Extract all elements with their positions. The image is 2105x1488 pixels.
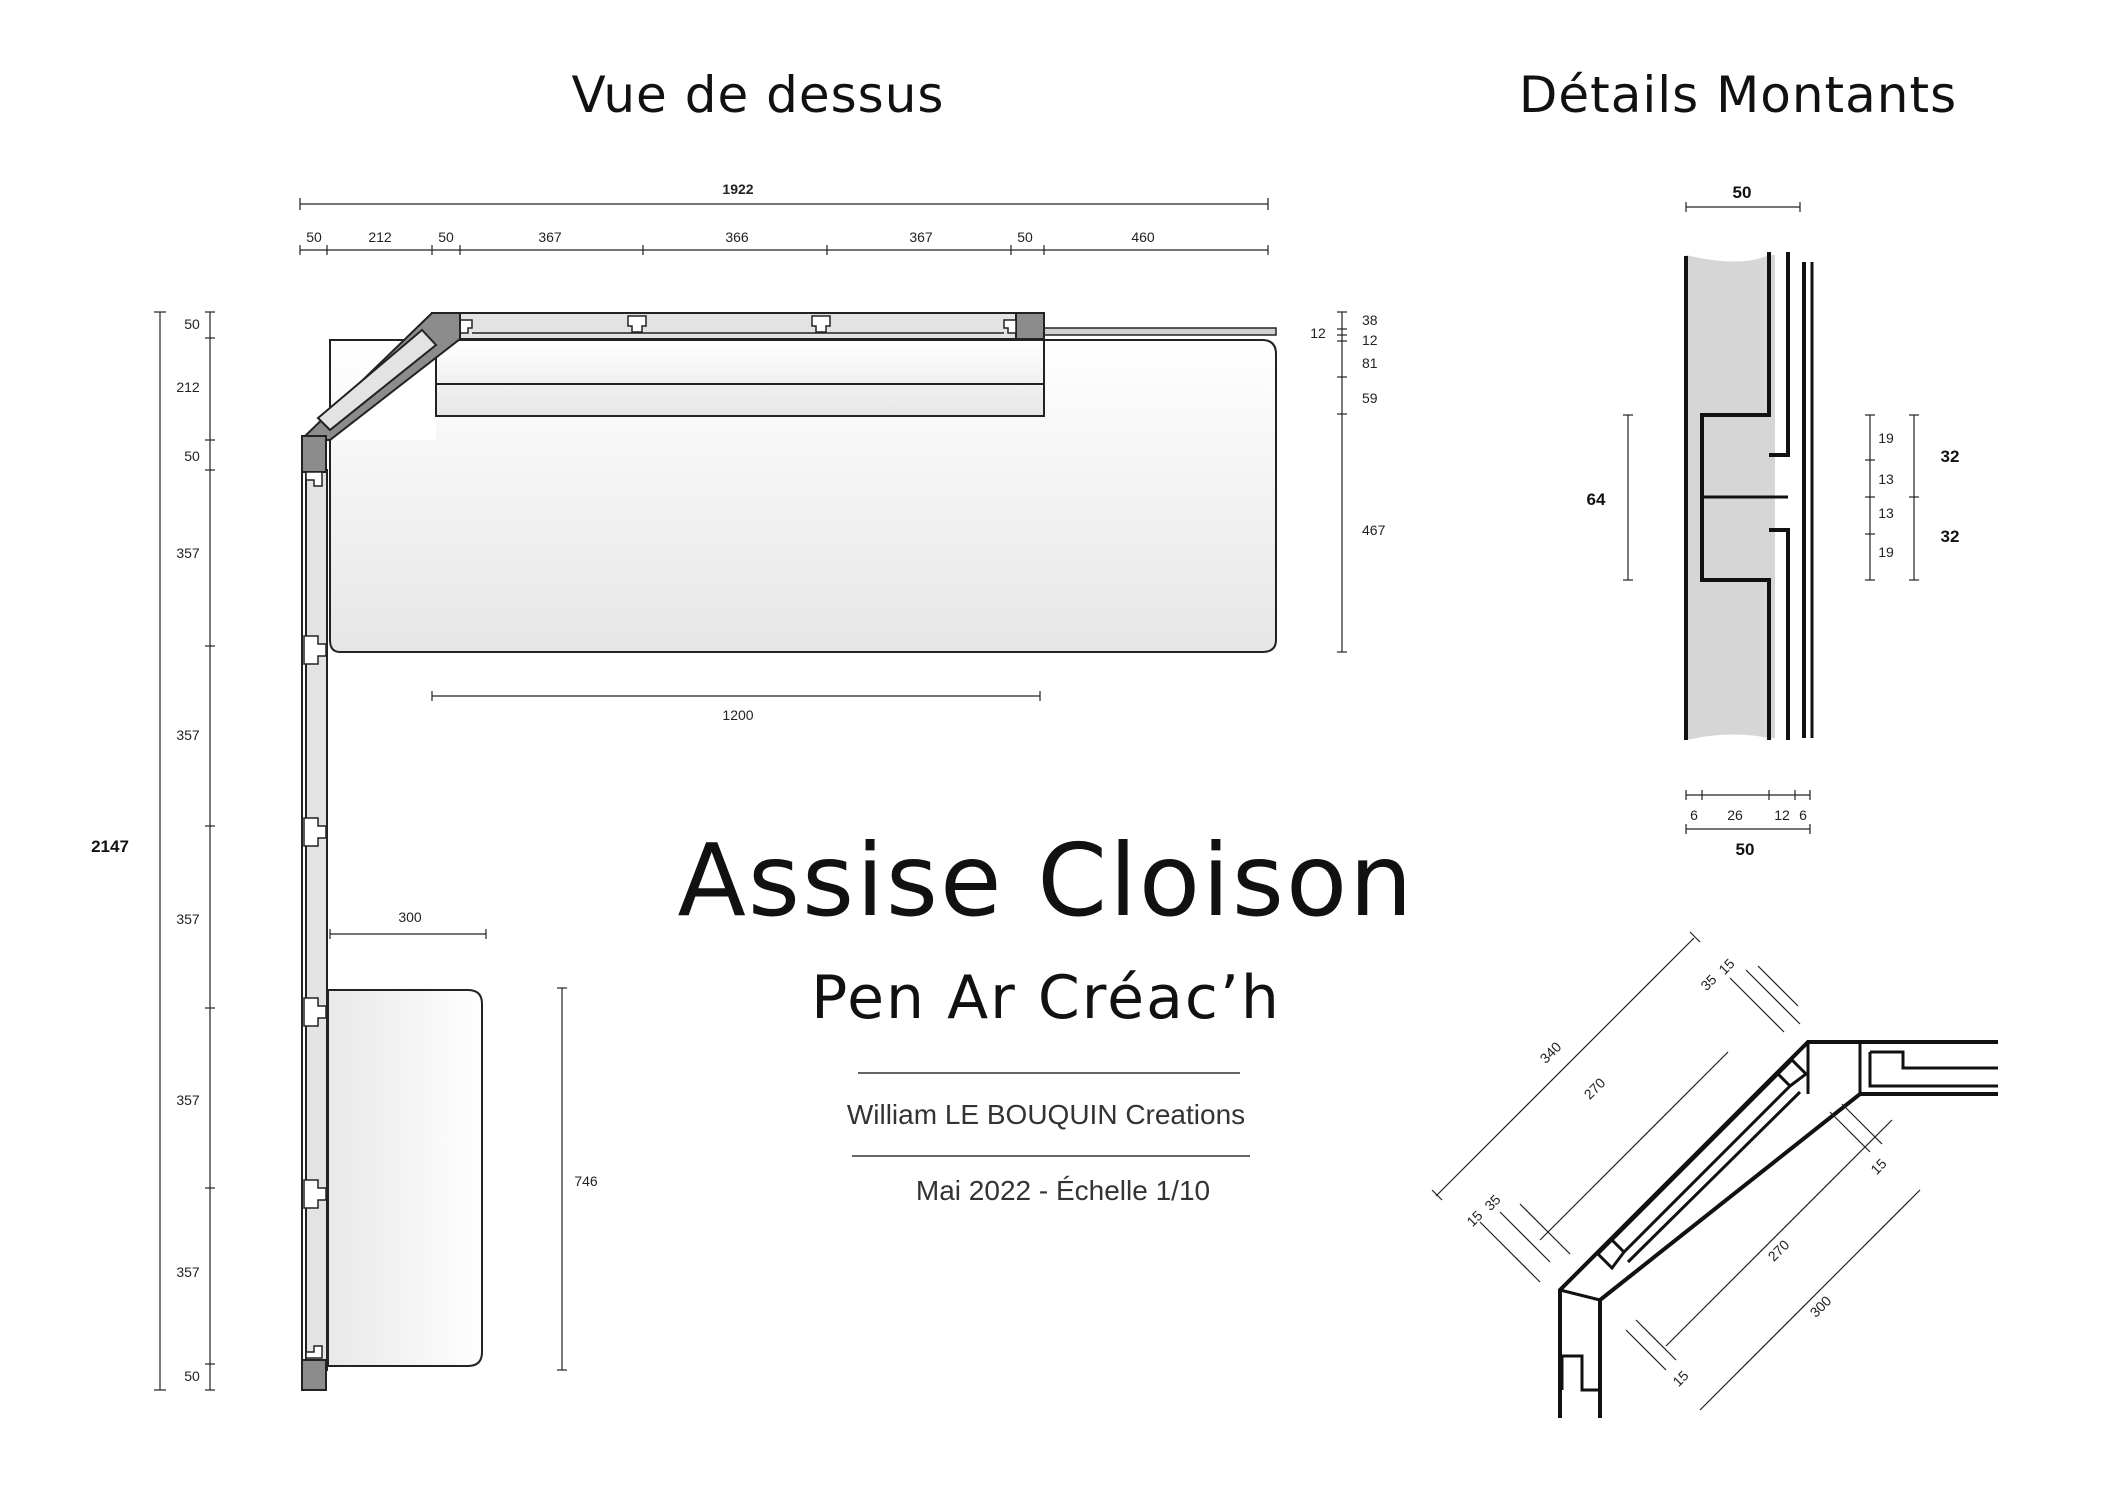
- details-title: Détails Montants: [1519, 66, 1957, 124]
- left-partition-post-top: [301, 435, 327, 473]
- dim-total-height: 2147: [91, 837, 129, 856]
- dim-upright-r3: 13: [1878, 505, 1894, 521]
- dim-right-seg-2: 12: [1310, 325, 1326, 341]
- author-credit: William LE BOUQUIN Creations: [847, 1099, 1245, 1130]
- main-title: Assise Cloison: [677, 822, 1414, 939]
- dim-upright-b1: 6: [1690, 807, 1698, 823]
- dim-corner-inner: 270: [1581, 1074, 1609, 1102]
- dim-corner-right-off-1: 15: [1867, 1155, 1889, 1177]
- dim-top-seg-4: 367: [538, 229, 562, 245]
- dim-corner-left-1: 15: [1463, 1207, 1485, 1229]
- dim-right-seg-6: 467: [1362, 522, 1386, 538]
- dim-upright-big2: 32: [1941, 527, 1960, 546]
- diagonal-frame: [316, 328, 438, 432]
- dim-left-seg-3: 50: [184, 448, 200, 464]
- dim-upright-big1: 32: [1941, 447, 1960, 466]
- dim-left-seg-7: 357: [176, 1092, 200, 1108]
- dim-upright-top-width: 50: [1733, 183, 1752, 202]
- date-scale: Mai 2022 - Échelle 1/10: [916, 1175, 1210, 1206]
- subtitle: Pen Ar Créac’h: [811, 963, 1281, 1033]
- dim-right-seg-5: 59: [1362, 390, 1378, 406]
- left-uprights: [303, 471, 327, 1359]
- top-partition-frame: [459, 312, 1045, 340]
- dim-seat-length: 1200: [722, 707, 753, 723]
- dim-left-seg-2: 212: [176, 379, 200, 395]
- dim-corner-right-outer: 300: [1807, 1292, 1835, 1320]
- top-partition-post-right: [1015, 312, 1045, 340]
- corner-inner-wall: [1598, 1092, 1998, 1418]
- dim-top-seg-3: 50: [438, 229, 454, 245]
- dim-top-seg-2: 212: [368, 229, 392, 245]
- dim-corner-right-off-2: 15: [1669, 1367, 1691, 1389]
- dim-corner-outer: 340: [1537, 1038, 1565, 1066]
- dim-left-seg-5: 357: [176, 727, 200, 743]
- dim-corner-top-1: 35: [1697, 971, 1719, 993]
- dim-upright-b2: 26: [1727, 807, 1743, 823]
- backrest-cushion: [435, 339, 1045, 417]
- top-view-dimensions: 1922 50 212 50 367 366 367 50 460 2147: [91, 181, 1386, 1391]
- left-segment-ticks: [205, 311, 215, 1391]
- dim-total-width: 1922: [722, 181, 753, 197]
- dim-top-seg-1: 50: [306, 229, 322, 245]
- top-uprights: [459, 315, 1017, 334]
- dim-left-seg-1: 50: [184, 316, 200, 332]
- left-partition-frame: [305, 469, 328, 1371]
- dim-corner-right-inner: 270: [1765, 1236, 1793, 1264]
- dim-upright-r2: 13: [1878, 471, 1894, 487]
- title-block: Assise Cloison Pen Ar Créac’h William LE…: [677, 822, 1414, 1206]
- left-partition-post-bottom: [301, 1359, 327, 1391]
- seat-cushion-top: [329, 339, 1277, 653]
- dim-left-seg-8: 357: [176, 1264, 200, 1280]
- dim-left-seg-6: 357: [176, 911, 200, 927]
- dim-top-seg-5: 366: [725, 229, 749, 245]
- dim-top-seg-6: 367: [909, 229, 933, 245]
- dim-left-seg-4: 357: [176, 545, 200, 561]
- top-view-title: Vue de dessus: [572, 66, 945, 124]
- top-view-drawing: [301, 312, 1277, 1391]
- dim-lower-seat-width: 300: [398, 909, 422, 925]
- dim-right-seg-4: 81: [1362, 355, 1378, 371]
- top-strip: [1043, 327, 1277, 336]
- dim-top-seg-7: 50: [1017, 229, 1033, 245]
- dim-left-seg-9: 50: [184, 1368, 200, 1384]
- dim-upright-bottom-total: 50: [1736, 840, 1755, 859]
- dim-right-seg-3: 12: [1362, 332, 1378, 348]
- dim-top-seg-8: 460: [1131, 229, 1155, 245]
- dim-lower-seat-length: 746: [574, 1173, 598, 1189]
- dim-upright-b3: 12: [1774, 807, 1790, 823]
- dim-upright-height: 64: [1587, 490, 1606, 509]
- dim-upright-b4: 6: [1799, 807, 1807, 823]
- dim-upright-r1: 19: [1878, 430, 1894, 446]
- dim-right-seg-1: 38: [1362, 312, 1378, 328]
- upright-detail: 50 64 19 13 13 19 32 32 6 26 12 6: [1587, 183, 1960, 859]
- top-segment-ticks: [299, 245, 1269, 255]
- dim-corner-left-2: 35: [1481, 1191, 1503, 1213]
- dim-corner-top-2: 15: [1715, 955, 1737, 977]
- dim-upright-r4: 19: [1878, 544, 1894, 560]
- seat-cushion-left: [327, 989, 483, 1367]
- right-segment-ticks: [1337, 311, 1347, 653]
- corner-detail: 340 270 15 35 35 15 270 300 15 15: [1431, 931, 1998, 1418]
